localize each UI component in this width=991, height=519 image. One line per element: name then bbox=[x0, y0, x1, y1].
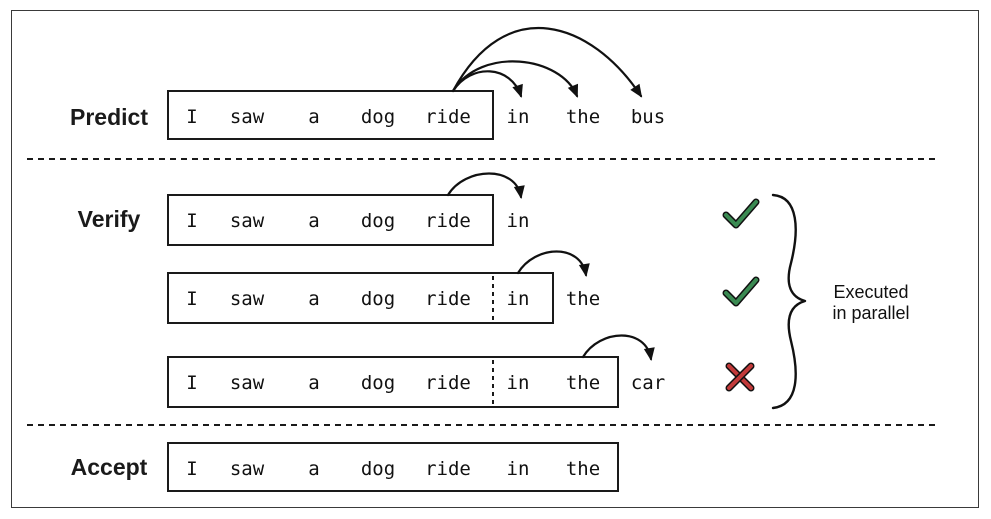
stage-label-accept: Accept bbox=[71, 454, 148, 480]
accept-token: ride bbox=[425, 458, 471, 480]
predict-arrow-in-head bbox=[512, 83, 523, 98]
predict-context-token: I bbox=[186, 106, 197, 128]
predict-context-box bbox=[167, 90, 494, 140]
cross-icon bbox=[727, 364, 753, 390]
accept-token: the bbox=[566, 458, 600, 480]
verify-context-token: dog bbox=[361, 372, 395, 394]
verify-arrow bbox=[446, 172, 523, 199]
verify-context-token: I bbox=[186, 288, 197, 310]
stage-label-predict: Predict bbox=[70, 104, 148, 130]
verify-context-token: I bbox=[186, 210, 197, 232]
verify-predicted-token: the bbox=[566, 288, 600, 310]
predict-arrow-the bbox=[451, 60, 579, 98]
parallel-note-line1: Executed bbox=[833, 282, 908, 302]
parallel-note-line2: in parallel bbox=[832, 303, 909, 323]
accept-token: a bbox=[308, 458, 319, 480]
predict-context-token: dog bbox=[361, 106, 395, 128]
predict-draft-token: the bbox=[566, 106, 600, 128]
accept-token: I bbox=[186, 458, 197, 480]
verify-context-token: saw bbox=[230, 210, 265, 232]
check-icon bbox=[724, 200, 758, 227]
predict-draft-token: bus bbox=[631, 106, 665, 128]
verify-arrow bbox=[516, 250, 588, 277]
accept-token: saw bbox=[230, 458, 265, 480]
verify-context-token: a bbox=[308, 288, 319, 310]
verify-context-token: a bbox=[308, 372, 319, 394]
verify-row-box bbox=[167, 356, 619, 408]
accept-token: in bbox=[507, 458, 530, 480]
verify-context-token: ride bbox=[425, 372, 471, 394]
verify-arrow-head bbox=[643, 347, 655, 361]
verify-row-box bbox=[167, 194, 494, 246]
verify-arrow-head bbox=[513, 185, 525, 199]
predict-context-token: saw bbox=[230, 106, 265, 128]
verify-predicted-token: in bbox=[507, 210, 530, 232]
verify-row-box bbox=[167, 272, 554, 324]
brace-icon bbox=[771, 193, 807, 410]
predict-context-token: a bbox=[308, 106, 319, 128]
predict-arrow-bus-head bbox=[630, 83, 643, 98]
verify-context-token: I bbox=[186, 372, 197, 394]
verify-arrow bbox=[581, 334, 653, 361]
verify-context-token: saw bbox=[230, 288, 265, 310]
predict-arrow-bus bbox=[451, 26, 643, 98]
predict-draft-token: in bbox=[507, 106, 530, 128]
verify-prefix-token: in bbox=[507, 372, 530, 394]
verify-context-token: dog bbox=[361, 210, 395, 232]
verify-prefix-token: the bbox=[566, 372, 600, 394]
predict-context-token: ride bbox=[425, 106, 471, 128]
verify-prefix-token: in bbox=[507, 288, 530, 310]
predict-arrow-the-head bbox=[567, 83, 579, 98]
verify-context-token: dog bbox=[361, 288, 395, 310]
verify-context-token: a bbox=[308, 210, 319, 232]
verify-predicted-token: car bbox=[631, 372, 665, 394]
verify-arrow-head bbox=[578, 263, 590, 277]
verify-context-token: ride bbox=[425, 210, 471, 232]
verify-context-token: ride bbox=[425, 288, 471, 310]
accept-token: dog bbox=[361, 458, 395, 480]
verify-context-token: saw bbox=[230, 372, 265, 394]
check-icon bbox=[724, 278, 758, 305]
accept-box bbox=[167, 442, 619, 492]
stage-label-verify: Verify bbox=[78, 206, 141, 232]
